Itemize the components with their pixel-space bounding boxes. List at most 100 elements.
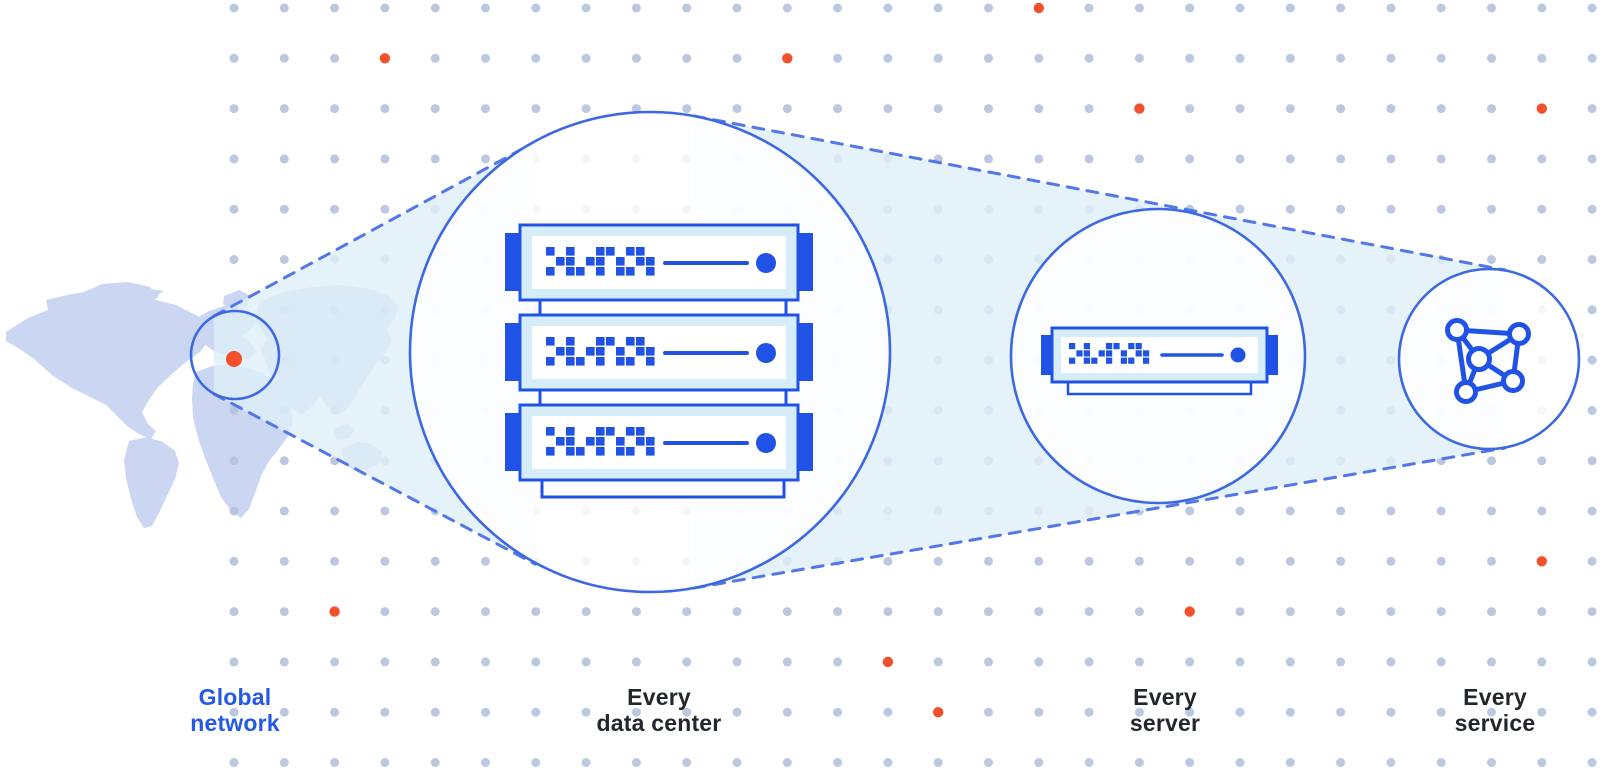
server-illustrations [505, 223, 1278, 499]
grid-dot [833, 707, 843, 717]
grid-dot [883, 3, 893, 13]
grid-dot [1185, 707, 1195, 717]
grid-dot [229, 3, 239, 13]
grid-dot [1587, 53, 1597, 63]
server-led-square [636, 427, 645, 436]
grid-dot [682, 53, 692, 63]
grid-dot [682, 758, 692, 767]
rack-server-unit [505, 313, 813, 392]
graph-node [1501, 369, 1525, 393]
grid-dot [1537, 657, 1547, 667]
grid-dot [1336, 657, 1346, 667]
grid-dot [732, 104, 742, 114]
grid-dot [380, 758, 390, 767]
grid-dot [1386, 104, 1396, 114]
grid-dot [1537, 506, 1547, 516]
grid-dot-orange [933, 707, 944, 718]
grid-dot [380, 154, 390, 164]
grid-dot-orange [329, 606, 340, 617]
grid-dot [1185, 3, 1195, 13]
grid-dot [1285, 758, 1295, 767]
label-every-server: Every server [1129, 684, 1201, 736]
grid-dot [833, 3, 843, 13]
grid-dot [279, 204, 289, 214]
server-led-square [566, 257, 575, 266]
grid-dot [732, 3, 742, 13]
server-led-square [636, 347, 645, 356]
server-led-square [636, 337, 645, 346]
grid-dot [481, 707, 490, 717]
grid-dot [631, 53, 641, 63]
grid-dot [279, 255, 289, 264]
grid-dot [1587, 506, 1597, 516]
grid-dot [1235, 707, 1245, 717]
server-led-square [1128, 343, 1135, 350]
grid-dot [1587, 305, 1597, 315]
grid-dot [1235, 204, 1245, 214]
grid-dot [1386, 707, 1396, 717]
grid-dot [1084, 607, 1094, 617]
grid-dot [732, 657, 742, 667]
server-led-square [566, 447, 575, 456]
grid-dot [1285, 556, 1295, 566]
grid-dot [229, 154, 239, 164]
grid-dot [1386, 758, 1396, 767]
server-led-square [596, 447, 605, 456]
server-led-square [556, 257, 565, 266]
grid-dot [279, 758, 289, 767]
grid-dot [682, 607, 692, 617]
grid-dot [631, 758, 641, 767]
grid-dot [1084, 657, 1094, 667]
grid-dot [682, 104, 692, 114]
grid-dot [1386, 657, 1396, 667]
server-led-square [616, 437, 625, 446]
server-led-square [586, 437, 595, 446]
grid-dot [380, 204, 390, 214]
grid-dot [1134, 53, 1144, 63]
grid-dot [1487, 607, 1496, 617]
grid-dot [531, 607, 541, 617]
server-led-square [586, 257, 595, 266]
grid-dot [933, 3, 943, 13]
server-led-square [596, 247, 605, 256]
server-led-square [1120, 350, 1127, 357]
continent-south-america [124, 437, 179, 528]
grid-dot [1436, 104, 1446, 114]
server-led-square [626, 357, 635, 366]
grid-dot [430, 657, 440, 667]
grid-dot [330, 657, 340, 667]
graph-node [1445, 318, 1469, 342]
grid-dot [330, 3, 340, 13]
grid-dot [481, 556, 490, 566]
grid-dot [330, 53, 340, 63]
label-global-network: Global network [190, 684, 280, 736]
grid-dot [1336, 607, 1346, 617]
grid-dot [1285, 53, 1295, 63]
grid-dot [1235, 657, 1245, 667]
server-power-dot [756, 253, 776, 273]
grid-dot [1587, 707, 1597, 717]
grid-dot [1386, 3, 1396, 13]
server-led-square [616, 347, 625, 356]
grid-dot [1235, 154, 1245, 164]
grid-dot [581, 3, 591, 13]
grid-dot [1436, 53, 1446, 63]
grid-dot [1436, 607, 1446, 617]
grid-dot [380, 104, 390, 114]
server-led-square [566, 437, 575, 446]
server-led-square [1091, 357, 1098, 364]
grid-dot [732, 53, 742, 63]
graph-node [1466, 346, 1492, 372]
grid-dot [430, 758, 440, 767]
grid-dot [1034, 154, 1044, 164]
grid-dot [984, 53, 993, 63]
grid-dot [1487, 657, 1496, 667]
grid-dot [1587, 204, 1597, 214]
grid-dot [581, 657, 591, 667]
grid-dot [1336, 707, 1346, 717]
server-led-square [1113, 343, 1120, 350]
grid-dot [1134, 758, 1144, 767]
grid-dot [279, 657, 289, 667]
grid-dot [430, 53, 440, 63]
